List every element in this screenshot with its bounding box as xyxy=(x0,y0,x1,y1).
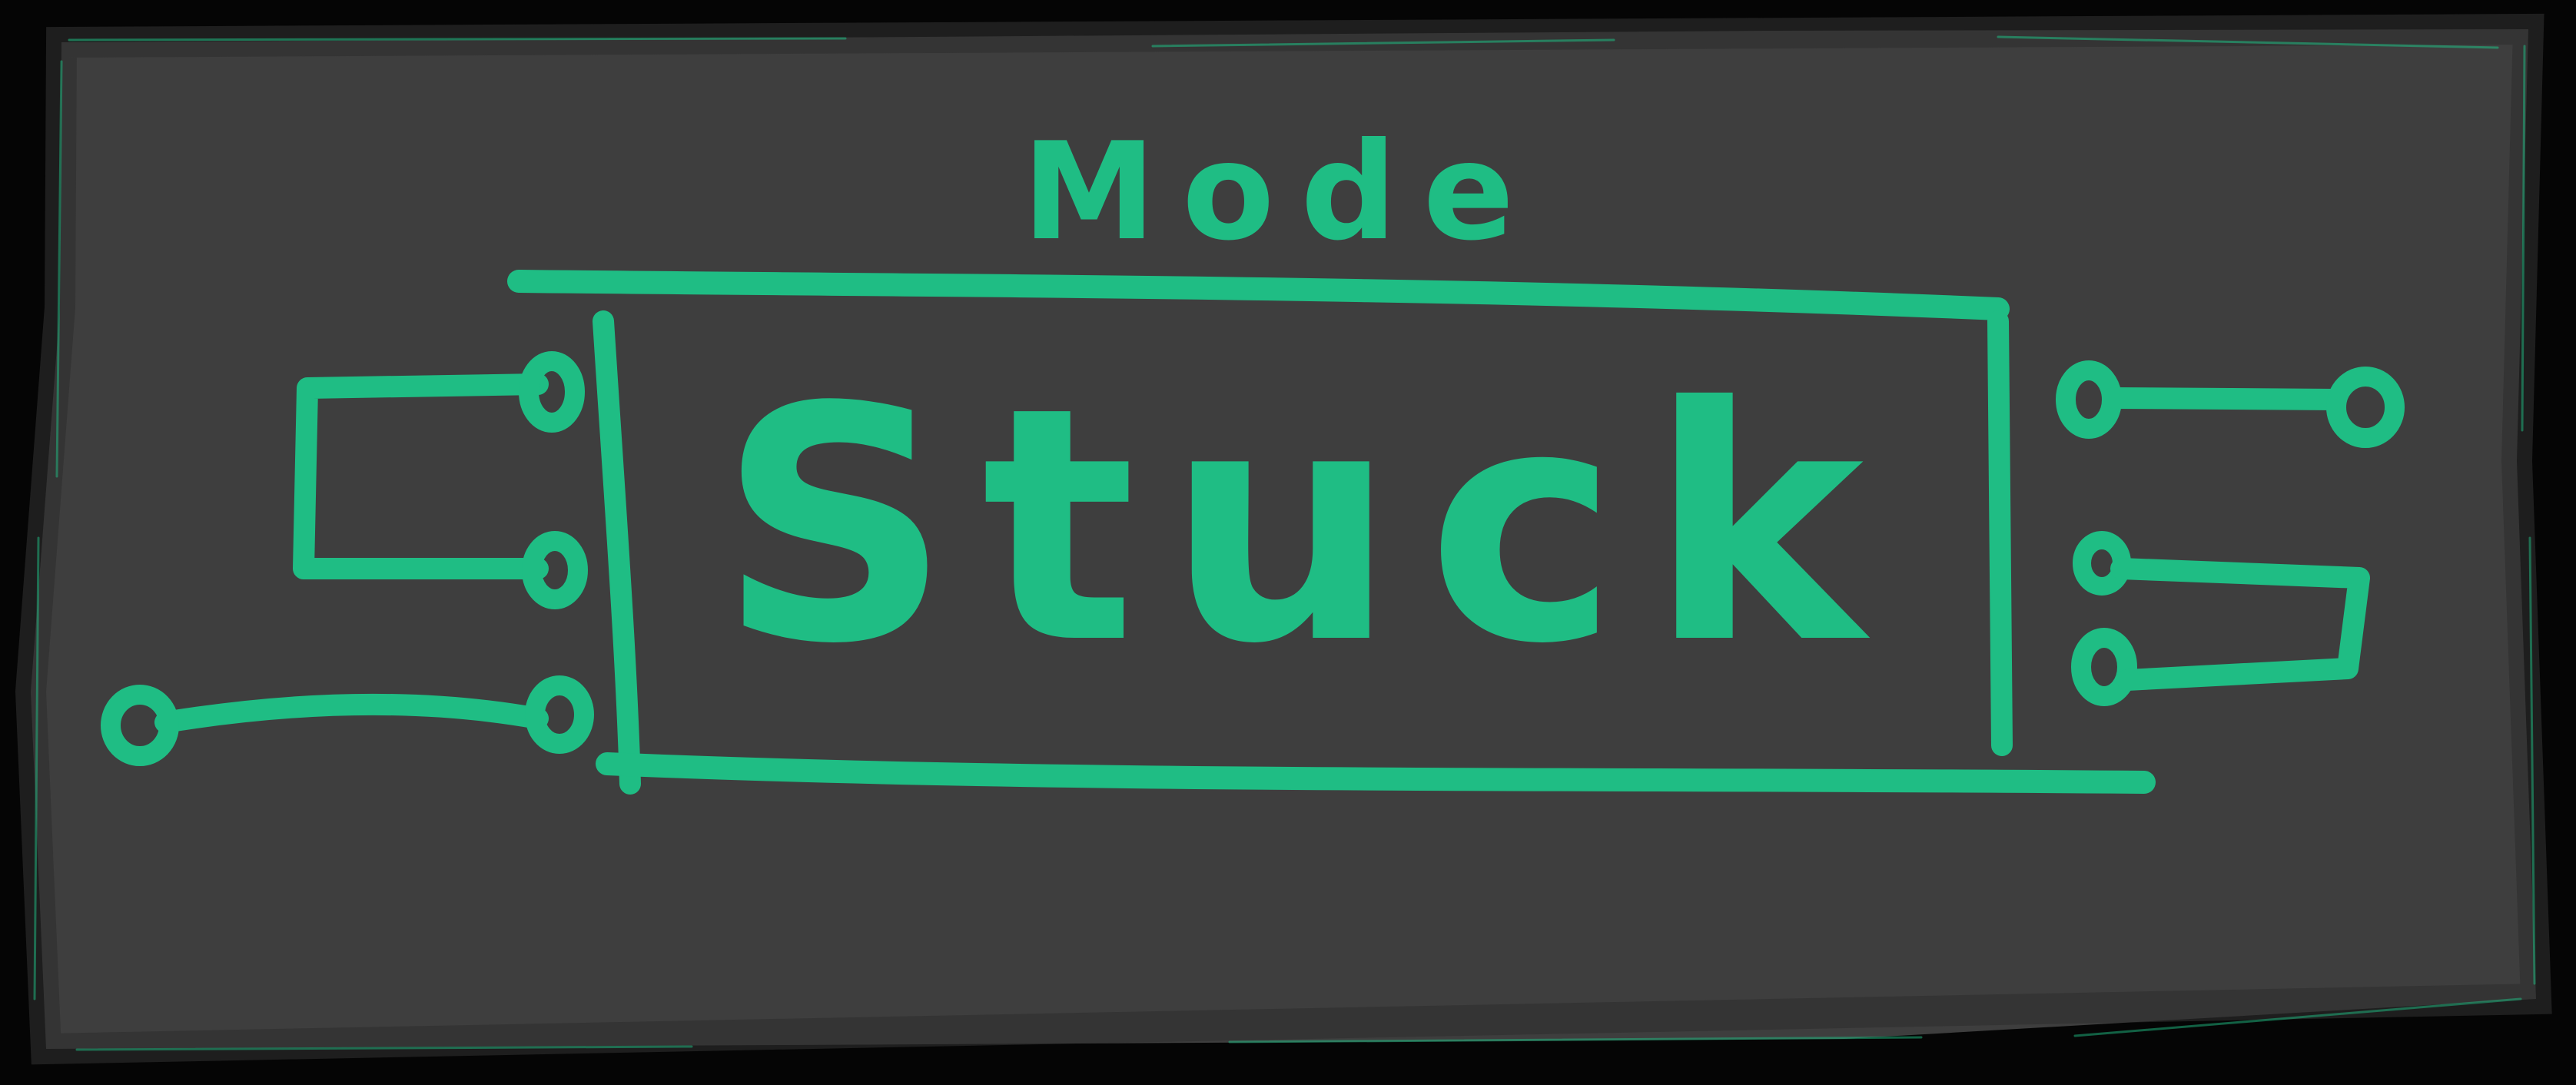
frame-scratch-bottom xyxy=(75,997,2522,1051)
frame-scratch-right xyxy=(2521,45,2536,985)
block-bottom-edge xyxy=(596,752,2156,794)
left-terminal-1 xyxy=(519,351,585,433)
right-output-terminal xyxy=(2326,367,2405,448)
frame-scratch-left xyxy=(33,60,63,1000)
left-terminal-2 xyxy=(522,531,588,609)
left-terminal-3 xyxy=(525,675,594,754)
block-right-edge xyxy=(1987,310,2013,756)
block-left-edge xyxy=(593,310,641,795)
left-input-terminal xyxy=(101,685,179,766)
right-loop-wire xyxy=(2110,558,2370,691)
panel-inner-shade xyxy=(15,13,2552,1065)
block-top-edge xyxy=(507,270,2010,320)
right-output-wire xyxy=(2103,387,2347,410)
block-label: Stuck xyxy=(719,339,1895,715)
frame-scratch-top xyxy=(68,35,2499,49)
mode-label: Mode xyxy=(1022,114,1540,270)
left-input-wire xyxy=(154,693,549,733)
left-loop-wire xyxy=(293,373,549,579)
right-terminal-3 xyxy=(2071,628,2137,706)
